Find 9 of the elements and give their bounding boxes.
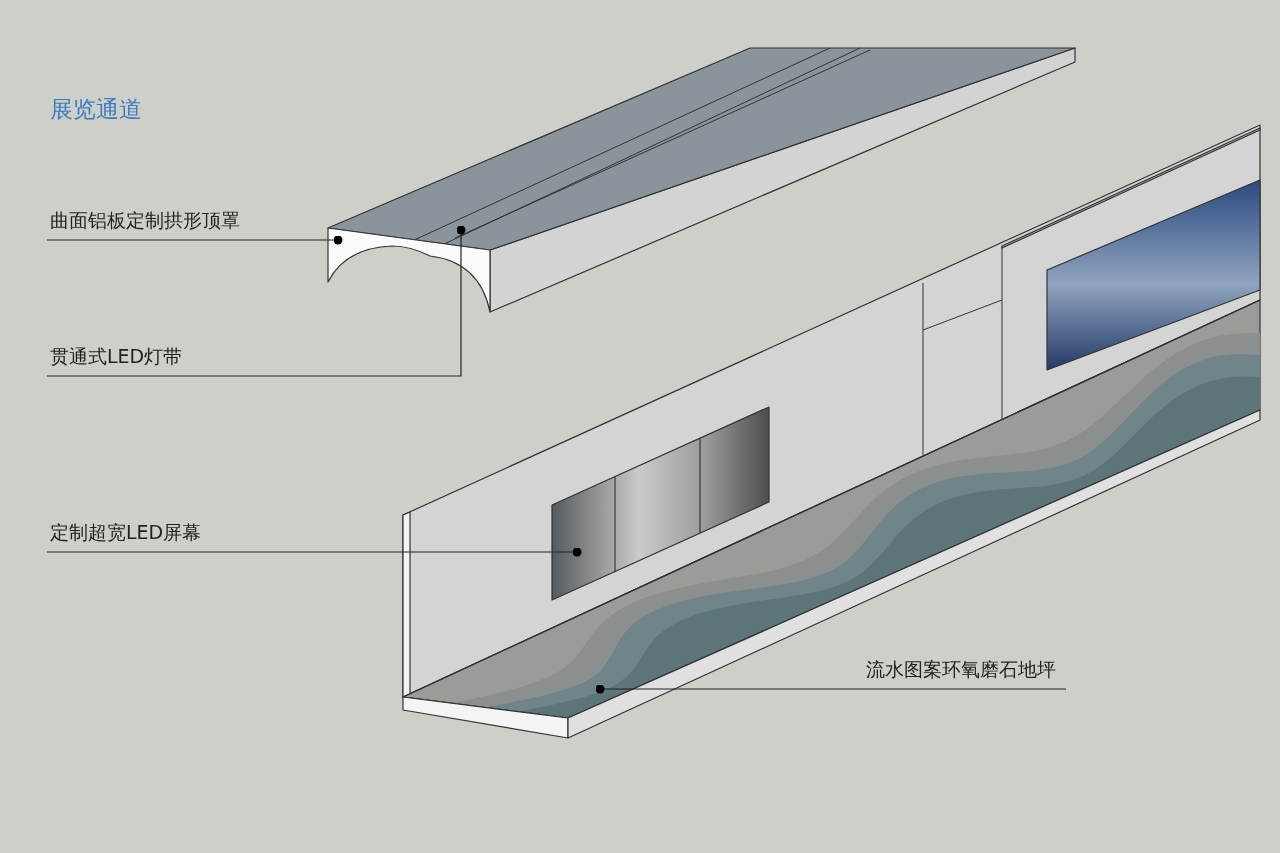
callout-label: 曲面铝板定制拱形顶罩 bbox=[50, 208, 240, 232]
leader-line bbox=[46, 235, 343, 245]
leader-line bbox=[46, 225, 466, 377]
leader-line bbox=[595, 684, 1067, 694]
leader-line bbox=[46, 547, 582, 557]
callout-label: 流水图案环氧磨石地坪 bbox=[866, 657, 1056, 681]
callout-label: 定制超宽LED屏幕 bbox=[50, 520, 202, 544]
callout-label: 贯通式LED灯带 bbox=[50, 344, 183, 368]
title: 展览通道 bbox=[50, 97, 142, 121]
